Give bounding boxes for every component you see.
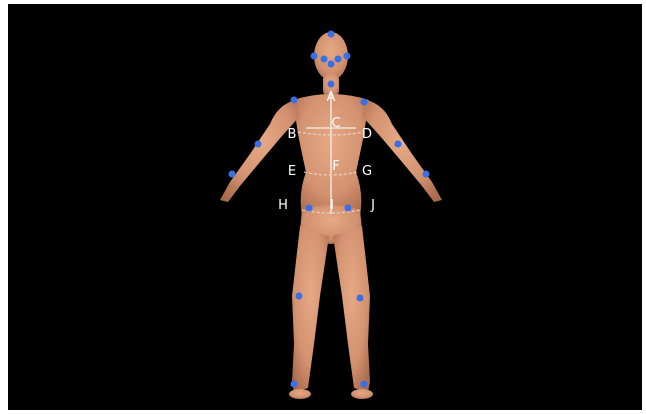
keypoint-nose: [328, 61, 335, 68]
keypoint-right-elbow: [255, 141, 262, 148]
keypoint-head-top: [328, 31, 335, 38]
label-c: C: [331, 116, 340, 131]
label-j: J: [370, 198, 375, 213]
keypoint-left-wrist: [423, 171, 430, 178]
keypoint-left-hip: [345, 205, 352, 212]
body-model: A B C D E F G H I J: [8, 4, 642, 410]
keypoint-right-hip: [306, 205, 313, 212]
keypoint-right-eye: [321, 56, 328, 63]
label-i: I: [330, 198, 334, 213]
keypoint-right-ankle: [291, 381, 298, 388]
label-d: D: [362, 127, 372, 142]
keypoint-left-ankle: [361, 381, 368, 388]
keypoint-right-knee: [296, 293, 303, 300]
keypoint-left-knee: [357, 295, 364, 302]
label-h: H: [278, 198, 288, 213]
keypoint-right-ear: [311, 53, 318, 60]
keypoint-neck: [328, 81, 335, 88]
label-e: E: [288, 164, 296, 179]
keypoint-left-eye: [335, 56, 342, 63]
keypoint-right-shoulder: [291, 97, 298, 104]
label-f: F: [332, 159, 339, 174]
keypoint-right-wrist: [229, 171, 236, 178]
keypoint-left-shoulder: [361, 99, 368, 106]
label-b: B: [288, 127, 297, 142]
viewport: A B C D E F G H I J: [8, 4, 642, 410]
label-a: A: [327, 90, 336, 105]
label-g: G: [362, 164, 372, 179]
keypoint-left-ear: [344, 53, 351, 60]
keypoint-left-elbow: [395, 141, 402, 148]
